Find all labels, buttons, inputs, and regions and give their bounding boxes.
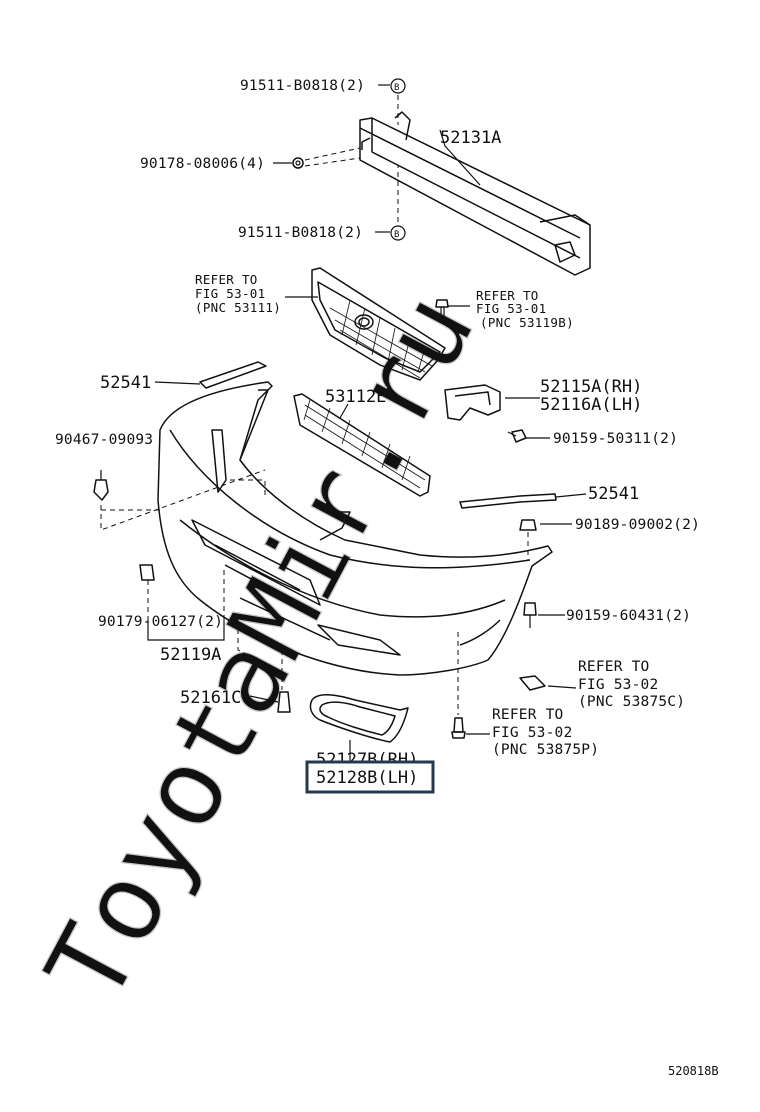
bumper-side-bracket — [444, 384, 501, 421]
refer-53875c-line1: REFER TO — [578, 659, 649, 675]
callout-90467-09093: 90467-09093 — [55, 432, 153, 448]
refer-53111-line3: (PNC 53111) — [195, 300, 281, 315]
callout-90159-50311: 90159-50311(2) — [553, 431, 678, 447]
emblem-fastener — [435, 299, 449, 318]
callout-52131a: 52131A — [440, 128, 501, 148]
callout-52541-left: 52541 — [100, 373, 151, 393]
callout-highlight-frame — [305, 760, 435, 794]
bumper-reinforcement — [359, 111, 591, 276]
refer-53119b-line1: REFER TO — [476, 288, 539, 303]
watermark-text: ToyotaMir.ru — [23, 275, 500, 1023]
callout-90189-09002: 90189-09002(2) — [575, 517, 700, 533]
refer-53875c-line3: (PNC 53875C) — [578, 694, 685, 710]
callout-52128b-lh: 52128B(LH) — [316, 768, 418, 788]
refer-53875p-line2: FIG 53-02 — [492, 725, 572, 741]
symbol-b-top-label: B — [394, 83, 400, 93]
symbol-b-top — [390, 78, 406, 94]
refer-53119b-line3: (PNC 53119B) — [480, 315, 574, 330]
symbol-b-bottom — [390, 225, 406, 241]
molding-left — [199, 361, 267, 389]
refer-53875p-line3: (PNC 53875P) — [492, 742, 599, 758]
callout-91511-b0818-bottom: 91511-B0818(2) — [238, 225, 363, 241]
fog-lamp-cover — [309, 694, 409, 743]
refer-53111-line1: REFER TO — [195, 272, 258, 287]
callout-52115a-rh: 52115A(RH) — [540, 377, 642, 397]
callout-52541-right: 52541 — [588, 484, 639, 504]
refer-53119b-line2: FIG 53-01 — [476, 301, 546, 316]
callout-52119a: 52119A — [160, 645, 221, 665]
diagram-id: 520818B — [668, 1064, 719, 1078]
callout-highlight-box — [307, 762, 433, 792]
refer-53111-line2: FIG 53-01 — [195, 286, 265, 301]
callout-90159-60431: 90159-60431(2) — [566, 608, 691, 624]
lower-grille — [293, 393, 431, 497]
callout-91511-b0818-top: 91511-B0818(2) — [240, 78, 365, 94]
bumper-cover — [157, 381, 553, 676]
molding-right — [459, 493, 557, 509]
bracket-bolt — [507, 429, 527, 443]
callout-52116a-lh: 52116A(LH) — [540, 395, 642, 415]
callout-53112e: 53112E — [325, 387, 386, 407]
small-fasteners — [93, 157, 546, 739]
refer-53875p-line1: REFER TO — [492, 707, 563, 723]
upper-grille — [311, 267, 446, 381]
refer-53875c-line2: FIG 53-02 — [578, 677, 658, 693]
callout-52161c: 52161C — [180, 688, 241, 708]
callout-90178-08006: 90178-08006(4) — [140, 156, 265, 172]
symbol-b-bottom-label: B — [394, 230, 400, 240]
leader-lines — [100, 84, 587, 764]
callout-90179-06127: 90179-06127(2) — [98, 614, 223, 630]
